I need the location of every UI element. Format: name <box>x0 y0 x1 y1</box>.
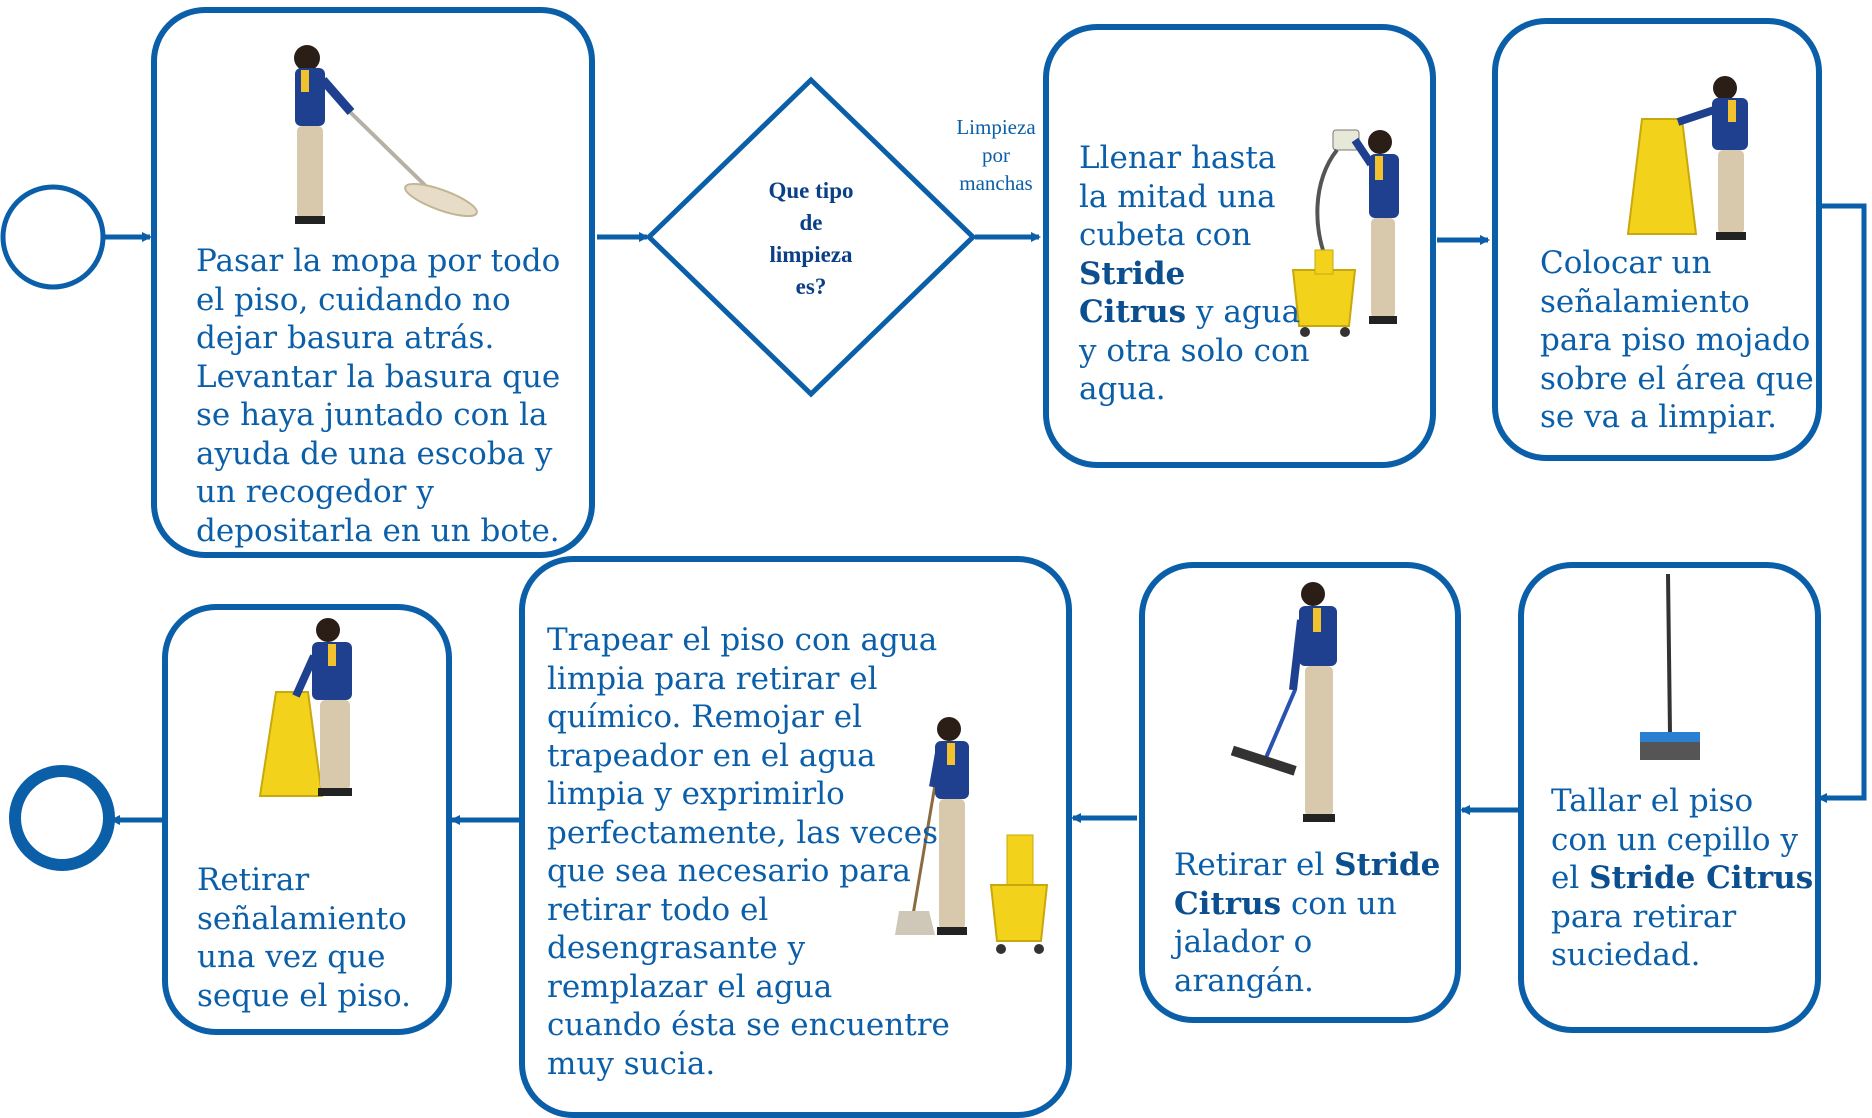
decision-label: Que tipo de limpieza es? <box>768 178 854 299</box>
step-fill-text: Llenar hasta la mitad una cubeta con Str… <box>1079 140 1310 407</box>
step-fill-bucket <box>1043 24 1436 468</box>
worker-filling-bucket-illustration <box>1291 129 1399 337</box>
step-rinse-text: Trapear el piso con agua limpia para ret… <box>547 622 950 1082</box>
step-mop-text: Pasar la mopa por todo el piso, cuidando… <box>196 243 561 549</box>
worker-placing-sign-illustration <box>1626 76 1748 240</box>
step-rinse-mop <box>519 556 1072 1118</box>
step-mop-floor <box>151 7 595 558</box>
step-remove-text: Retirar señalamiento una vez que seque e… <box>197 862 412 1014</box>
worker-mop-bucket-illustration <box>895 717 1049 954</box>
end-event <box>9 765 115 871</box>
push-broom-illustration <box>1640 574 1700 760</box>
step-scrub-floor <box>1518 562 1821 1033</box>
arrow-sign-to-scrub <box>1815 203 1867 803</box>
worker-removing-sign-illustration <box>258 618 352 797</box>
step-scrub-text: Tallar el piso con un cepillo y el Strid… <box>1551 783 1814 973</box>
step-sign-text: Colocar un señalamiento para piso mojado… <box>1540 245 1814 435</box>
edge-label-spot-cleaning: Limpieza por manchas <box>956 115 1036 195</box>
worker-dust-mop-illustration <box>294 45 478 224</box>
start-event <box>0 184 106 290</box>
step-place-sign <box>1492 18 1822 461</box>
worker-squeegee-illustration <box>1230 582 1337 822</box>
step-squeegee-text: Retirar el Stride Citrus con un jalador … <box>1174 847 1441 999</box>
decision-diamond <box>645 76 977 398</box>
